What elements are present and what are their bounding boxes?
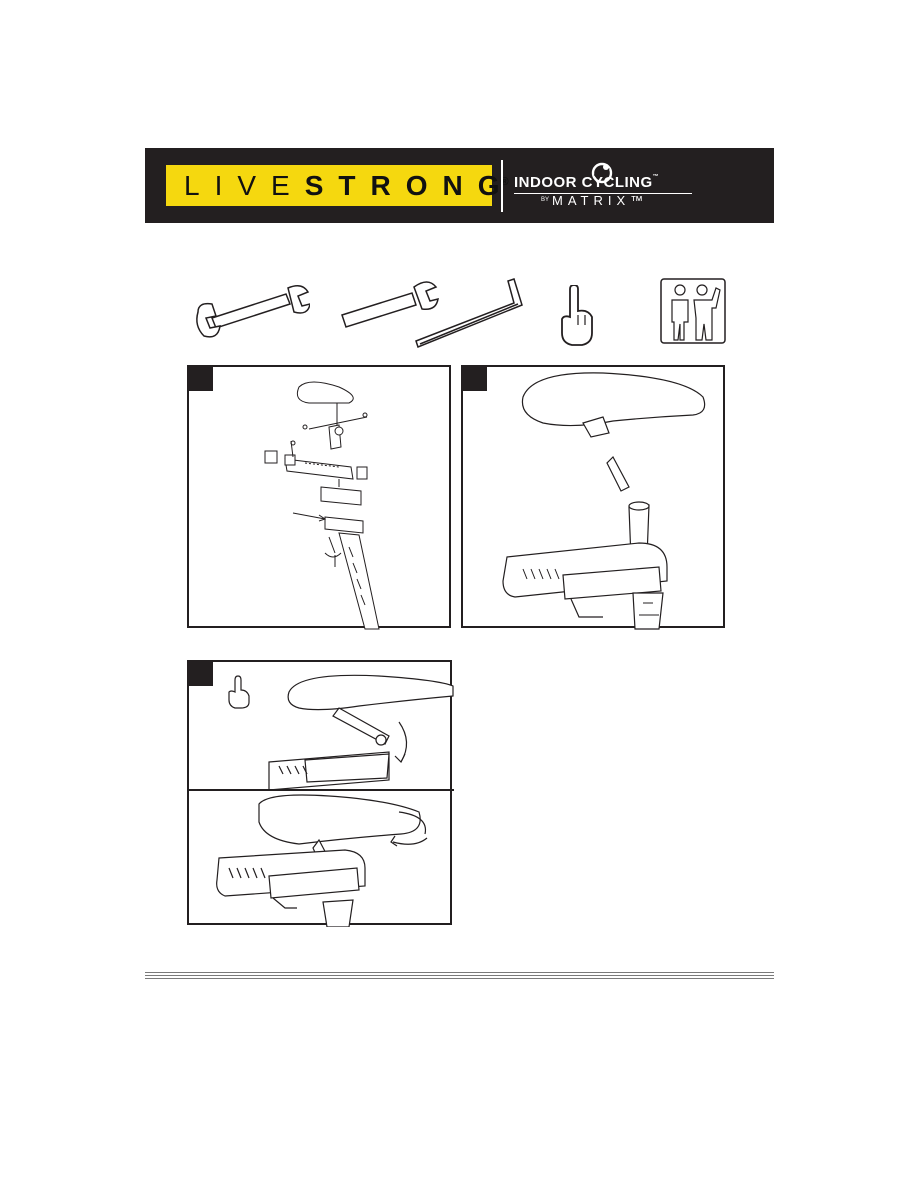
seat-adjustment-diagram xyxy=(189,662,454,927)
matrix-wordmark: MATRIX™ xyxy=(552,193,648,208)
step-3-panel xyxy=(187,660,452,925)
footer-rule xyxy=(145,972,774,973)
open-wrench-icon xyxy=(190,280,310,340)
seat-installation-diagram xyxy=(463,367,727,630)
seat-assembly-exploded-diagram xyxy=(189,367,453,630)
livestrong-wordmark: LIVESTRONG® xyxy=(184,170,523,208)
step-1-panel xyxy=(187,365,451,628)
footer-rule xyxy=(145,978,774,979)
livestrong-logo: LIVESTRONG® xyxy=(166,165,492,206)
two-person-icon xyxy=(660,278,728,346)
footer-rule xyxy=(145,975,774,976)
pointing-hand-icon xyxy=(558,285,598,347)
by-label: BY xyxy=(541,197,549,203)
step-2-panel xyxy=(461,365,725,628)
indoor-cycling-wordmark: INDOOR CYCLING™ xyxy=(514,174,659,191)
banner-divider xyxy=(501,160,503,212)
header-banner: LIVESTRONG® INDOOR CYCLING™ BY MATRIX™ xyxy=(145,148,774,223)
hex-key-icon xyxy=(410,275,530,350)
